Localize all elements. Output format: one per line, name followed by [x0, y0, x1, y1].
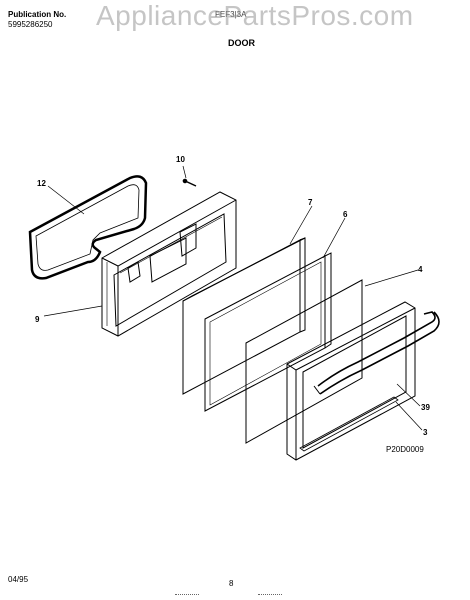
outer-door-frame: [286, 301, 416, 461]
section-title: DOOR: [228, 38, 255, 48]
callout-6: 6: [343, 210, 348, 219]
bottom-trim: [299, 396, 399, 452]
page-number: 8: [229, 579, 234, 588]
door-gasket: [28, 175, 148, 280]
callout-10: 10: [176, 155, 185, 164]
door-handle: [313, 311, 440, 395]
footer-dotted-line-left: [175, 594, 199, 596]
inner-door-liner: [101, 191, 237, 337]
callout-7: 7: [308, 198, 313, 207]
door-screw: [182, 178, 197, 187]
door-glass: [245, 279, 363, 444]
callout-labels: 12 10 9 7 6 4 39 3: [35, 155, 430, 437]
footer-dotted-line-right: [258, 594, 282, 596]
leader-lines: [43, 165, 423, 431]
diagram-code: P20D0009: [386, 445, 424, 454]
callout-12: 12: [37, 179, 46, 188]
door-panel: [204, 252, 332, 412]
callout-9: 9: [35, 315, 40, 324]
watermark: AppliancePartsPros.com: [96, 0, 414, 31]
callout-4: 4: [418, 265, 423, 274]
door-insulation: [182, 237, 306, 395]
model-number: FEF3|3A: [215, 10, 247, 19]
footer-date: 04/95: [8, 575, 29, 584]
callout-39: 39: [421, 403, 430, 412]
publication-label: Publication No.: [8, 10, 67, 19]
publication-number: 5995286250: [8, 20, 53, 29]
callout-3: 3: [423, 428, 428, 437]
